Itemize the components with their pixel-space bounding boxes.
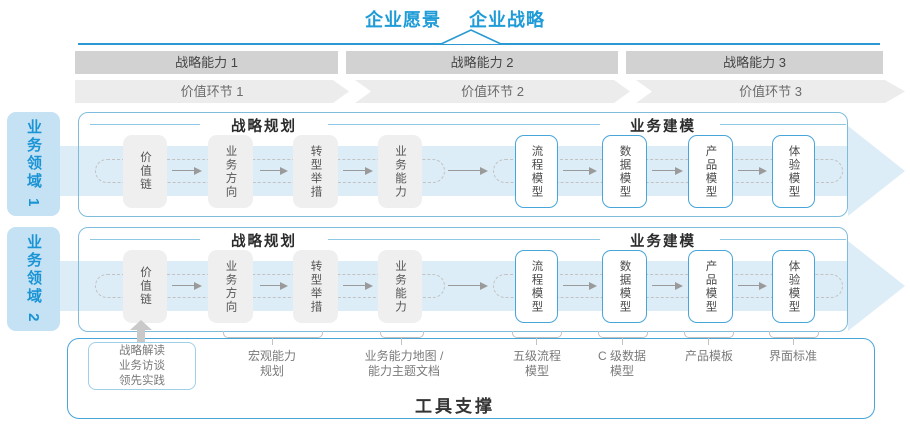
flow-arrow-icon bbox=[448, 166, 488, 175]
flow-arrow-icon bbox=[343, 166, 373, 175]
flow-arrow-icon bbox=[563, 166, 597, 175]
flow-arrow-icon bbox=[260, 281, 288, 290]
annotation-line: 五级流程 bbox=[512, 349, 561, 363]
box-value-chain: 价值链 bbox=[123, 135, 167, 208]
annotation-l5-process-model: 五级流程 模型 bbox=[472, 349, 602, 379]
box-transformation-initiatives: 转型举措 bbox=[293, 135, 338, 208]
section-divider bbox=[328, 124, 600, 125]
value-link-chevron-3: 价值环节 3 bbox=[636, 80, 905, 103]
annotation-line: 模型 bbox=[609, 364, 634, 378]
section-title-strategic-planning: 战略规划 bbox=[231, 119, 297, 135]
group-bracket bbox=[512, 331, 562, 338]
group-bracket-stem bbox=[401, 338, 402, 345]
annotation-product-template: 产品模板 bbox=[644, 349, 774, 364]
section-divider bbox=[328, 239, 600, 240]
box-experience-model: 体验模型 bbox=[772, 135, 815, 208]
annotation-line: 界面标准 bbox=[768, 349, 817, 363]
flow-arrow-icon bbox=[172, 281, 202, 290]
annotation-macro-capability-planning: 宏观能力 规划 bbox=[207, 349, 337, 379]
group-bracket bbox=[223, 331, 323, 338]
group-bracket bbox=[380, 331, 424, 338]
flow-arrow-icon bbox=[448, 281, 488, 290]
section-divider bbox=[720, 239, 846, 240]
section-divider bbox=[720, 124, 846, 125]
section-divider bbox=[90, 124, 200, 125]
flow-arrow-icon bbox=[343, 281, 373, 290]
group-bracket-stem bbox=[272, 338, 273, 345]
up-arrow-icon bbox=[130, 320, 152, 330]
capability-bar-2: 战略能力 2 bbox=[346, 51, 618, 74]
annotation-line: 战略解读 bbox=[119, 344, 165, 357]
annotation-strategy-inputs: 战略解读 业务访谈 领先实践 bbox=[88, 342, 196, 390]
annotation-line: 业务能力地图 / bbox=[364, 349, 444, 363]
flow-arrow-icon bbox=[652, 281, 683, 290]
section-title-business-modeling: 业务建模 bbox=[630, 234, 696, 250]
vision-title: 企业愿景 bbox=[365, 10, 441, 30]
flow-arrow-icon bbox=[172, 166, 202, 175]
annotation-line: 领先实践 bbox=[119, 374, 165, 387]
box-transformation-initiatives: 转型举措 bbox=[293, 250, 338, 323]
annotation-line: 产品模板 bbox=[684, 349, 733, 363]
group-bracket-stem bbox=[708, 338, 709, 345]
flow-band-arrowhead-icon bbox=[848, 126, 905, 216]
value-link-chevron-2: 价值环节 2 bbox=[355, 80, 630, 103]
box-experience-model: 体验模型 bbox=[772, 250, 815, 323]
annotation-c-level-data-model: C 级数据 模型 bbox=[557, 349, 687, 379]
strategy-title: 企业战略 bbox=[469, 10, 545, 30]
row-outline bbox=[78, 112, 848, 217]
box-business-direction: 业务方向 bbox=[208, 250, 253, 323]
annotation-ui-standard: 界面标准 bbox=[728, 349, 858, 364]
flow-arrow-icon bbox=[563, 281, 597, 290]
box-data-model: 数据模型 bbox=[602, 250, 647, 323]
group-bracket bbox=[684, 331, 734, 338]
business-domain-row: 战略规划 业务建模 价值链 业务方向 转型举措 业务能力 流程模型 数据模型 产… bbox=[0, 112, 910, 217]
page-title: 企业愿景 企业战略 bbox=[0, 6, 910, 32]
tool-support-title: 工具支撑 bbox=[415, 397, 495, 416]
dashed-track-planning bbox=[95, 274, 445, 298]
box-data-model: 数据模型 bbox=[602, 135, 647, 208]
box-business-capability: 业务能力 bbox=[378, 250, 422, 323]
flow-arrow-icon bbox=[260, 166, 288, 175]
annotation-line: 模型 bbox=[524, 364, 549, 378]
box-product-model: 产品模型 bbox=[688, 135, 733, 208]
box-business-capability: 业务能力 bbox=[378, 135, 422, 208]
domain-label-1: 业务领域 1 bbox=[7, 112, 60, 216]
dashed-track-planning bbox=[95, 159, 445, 183]
annotation-line: 能力主题文档 bbox=[367, 364, 440, 378]
annotation-capability-map: 业务能力地图 / 能力主题文档 bbox=[339, 349, 469, 379]
domain-label-2: 业务领域 2 bbox=[7, 227, 60, 331]
row-outline bbox=[78, 227, 848, 332]
tool-support-container bbox=[67, 338, 875, 419]
group-bracket-stem bbox=[793, 338, 794, 345]
box-business-direction: 业务方向 bbox=[208, 135, 253, 208]
annotation-line: 业务访谈 bbox=[119, 359, 165, 372]
annotation-line: 规划 bbox=[259, 364, 284, 378]
group-bracket bbox=[769, 331, 819, 338]
caret-up-icon bbox=[440, 29, 502, 45]
up-arrow-icon bbox=[137, 330, 145, 342]
annotation-line: 宏观能力 bbox=[247, 349, 296, 363]
group-bracket bbox=[598, 331, 648, 338]
flow-arrow-icon bbox=[738, 281, 767, 290]
annotation-line: C 级数据 bbox=[597, 349, 646, 363]
flow-arrow-icon bbox=[652, 166, 683, 175]
box-process-model: 流程模型 bbox=[515, 250, 558, 323]
section-title-business-modeling: 业务建模 bbox=[630, 119, 696, 135]
box-product-model: 产品模型 bbox=[688, 250, 733, 323]
section-divider bbox=[90, 239, 200, 240]
section-title-strategic-planning: 战略规划 bbox=[231, 234, 297, 250]
flow-band-arrowhead-icon bbox=[848, 241, 905, 331]
dashed-track-modeling bbox=[493, 274, 843, 298]
group-bracket-stem bbox=[622, 338, 623, 345]
flow-arrow-icon bbox=[738, 166, 767, 175]
box-value-chain: 价值链 bbox=[123, 250, 167, 323]
capability-bar-1: 战略能力 1 bbox=[75, 51, 338, 74]
business-domain-row: 战略规划 业务建模 价值链 业务方向 转型举措 业务能力 流程模型 数据模型 产… bbox=[0, 227, 910, 332]
capability-bar-3: 战略能力 3 bbox=[626, 51, 883, 74]
dashed-track-modeling bbox=[493, 159, 843, 183]
group-bracket-stem bbox=[536, 338, 537, 345]
box-process-model: 流程模型 bbox=[515, 135, 558, 208]
value-link-chevron-1: 价值环节 1 bbox=[75, 80, 349, 103]
